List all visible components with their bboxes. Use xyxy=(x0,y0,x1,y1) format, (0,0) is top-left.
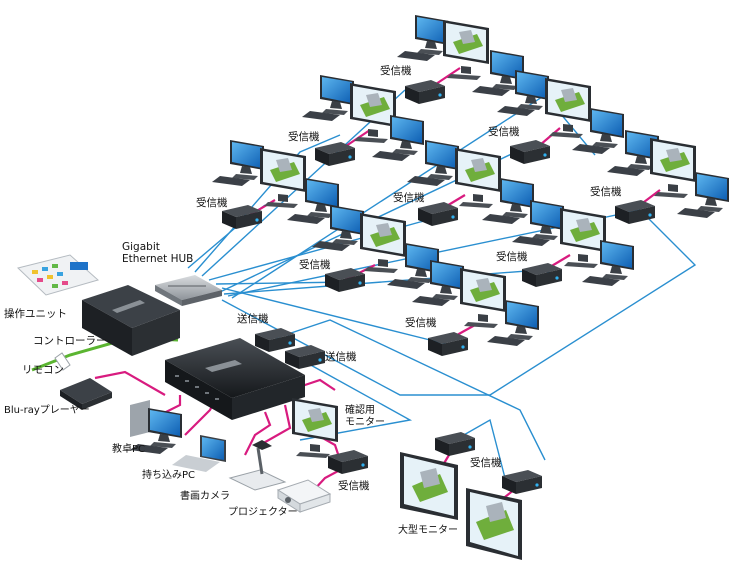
control-unit-keypad xyxy=(17,254,100,296)
receiver-box xyxy=(428,332,468,356)
bluray-label: Blu-rayプレーヤー xyxy=(4,405,90,416)
receiver-label: 受信機 xyxy=(380,65,412,77)
receiver-label: 受信機 xyxy=(488,126,520,138)
receiver-box xyxy=(418,202,458,226)
receiver-box xyxy=(328,450,368,474)
workstation-cluster xyxy=(497,70,624,154)
large-monitor xyxy=(466,488,522,560)
transmitter-box xyxy=(285,345,325,369)
receiver-label: 受信機 xyxy=(496,251,528,263)
receiver-box xyxy=(405,80,445,104)
receiver-label: 受信機 xyxy=(405,317,437,329)
bluray-player xyxy=(60,378,112,410)
teacher-pc xyxy=(130,400,182,454)
transmitter-box xyxy=(255,328,295,352)
check-monitor-label: 確認用 モニター xyxy=(345,405,385,428)
receiver-box xyxy=(325,268,365,292)
check-monitor xyxy=(292,398,338,458)
receiver-label: 受信機 xyxy=(590,186,622,198)
controller-label: コントローラー xyxy=(33,335,107,347)
receiver-label: 受信機 xyxy=(299,259,331,271)
ethernet-hub xyxy=(155,275,222,306)
transmitter-label: 送信機 xyxy=(237,313,269,325)
receiver-label: 受信機 xyxy=(470,457,502,469)
remote-label: リモコン xyxy=(22,364,64,376)
receiver-label: 受信機 xyxy=(393,192,425,204)
hdmi-cabling xyxy=(94,67,661,506)
transmitter-label: 送信機 xyxy=(325,351,357,363)
receiver-box xyxy=(315,142,355,166)
receiver-label: 受信機 xyxy=(288,131,320,143)
hub-label: Gigabit Ethernet HUB xyxy=(122,241,194,265)
controller-unit xyxy=(82,285,180,356)
receiver-box xyxy=(502,470,542,494)
projector xyxy=(276,479,332,513)
teacher-pc-label: 教卓PC xyxy=(112,444,146,455)
large-monitor xyxy=(400,452,458,520)
projector-label: プロジェクター xyxy=(228,507,298,518)
receiver-label: 受信機 xyxy=(196,197,228,209)
doc-camera-label: 書画カメラ xyxy=(180,491,230,502)
laptop xyxy=(172,435,226,472)
matrix-switcher xyxy=(165,338,305,420)
receiver-box xyxy=(222,205,262,229)
bring-pc-label: 持ち込みPC xyxy=(142,470,196,481)
receiver-box xyxy=(615,200,655,224)
large-monitor-label: 大型モニター xyxy=(398,525,458,536)
control-unit-label: 操作ユニット xyxy=(4,308,67,320)
receiver-box xyxy=(510,140,550,164)
document-camera xyxy=(228,440,287,491)
workstation-cluster xyxy=(412,260,539,346)
receiver-box xyxy=(435,432,475,456)
remote-control xyxy=(54,352,71,371)
receiver-box xyxy=(522,263,562,287)
receiver-label: 受信機 xyxy=(338,480,370,492)
